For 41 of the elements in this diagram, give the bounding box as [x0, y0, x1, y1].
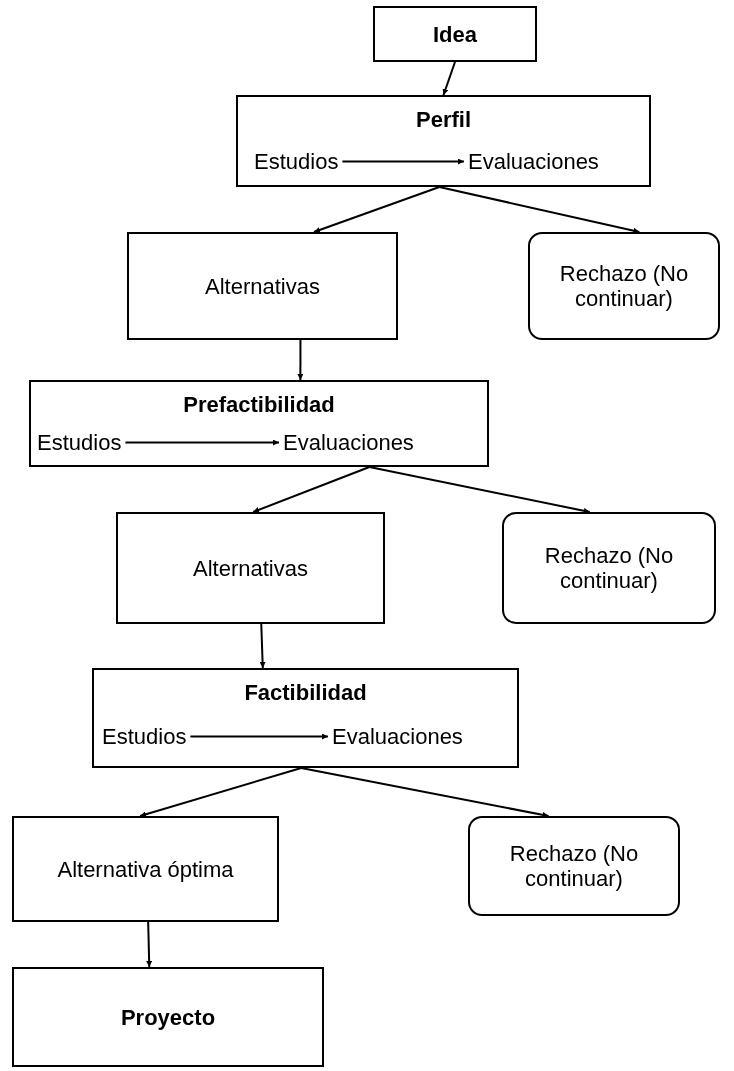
- arrow: [189, 733, 329, 740]
- arrow: [313, 186, 441, 233]
- arrow: [341, 158, 465, 165]
- box-text: Rechazo (No continuar): [543, 543, 675, 593]
- process-box: [373, 6, 537, 62]
- process-box: [12, 967, 324, 1067]
- process-box: [236, 95, 651, 187]
- process-box: [116, 512, 385, 624]
- arrow: [259, 623, 266, 669]
- box-text: Rechazo (No continuar): [508, 841, 640, 891]
- box-text: Idea: [433, 21, 477, 47]
- step-label: Evaluaciones: [279, 430, 418, 455]
- stage-heading: Prefactibilidad: [183, 392, 335, 417]
- step-label: Estudios: [33, 430, 126, 455]
- arrow: [300, 767, 550, 818]
- arrow: [297, 339, 304, 381]
- process-box: [12, 816, 279, 922]
- process-box: [92, 668, 519, 768]
- arrow: [442, 61, 456, 96]
- box-text: Alternativas: [193, 555, 308, 581]
- box-text: Proyecto: [120, 1004, 216, 1030]
- terminal-box: [528, 232, 720, 340]
- arrow: [252, 466, 371, 513]
- arrow: [438, 186, 641, 234]
- step-label: Evaluaciones: [328, 724, 467, 749]
- step-label: Estudios: [250, 149, 343, 174]
- terminal-box: [468, 816, 680, 916]
- arrow: [124, 439, 280, 446]
- terminal-box: [502, 512, 716, 624]
- stage-heading: Perfil: [416, 107, 471, 132]
- box-text: Rechazo (No continuar): [558, 261, 690, 311]
- process-box: [29, 380, 489, 467]
- stage-heading: Factibilidad: [244, 680, 367, 705]
- step-label: Estudios: [98, 724, 191, 749]
- arrow: [139, 767, 303, 818]
- arrow: [146, 921, 153, 968]
- step-label: Evaluaciones: [464, 149, 603, 174]
- box-text: Alternativas: [205, 273, 320, 299]
- process-box: [127, 232, 398, 340]
- box-text: Alternativa óptima: [57, 856, 234, 882]
- arrow: [368, 466, 591, 514]
